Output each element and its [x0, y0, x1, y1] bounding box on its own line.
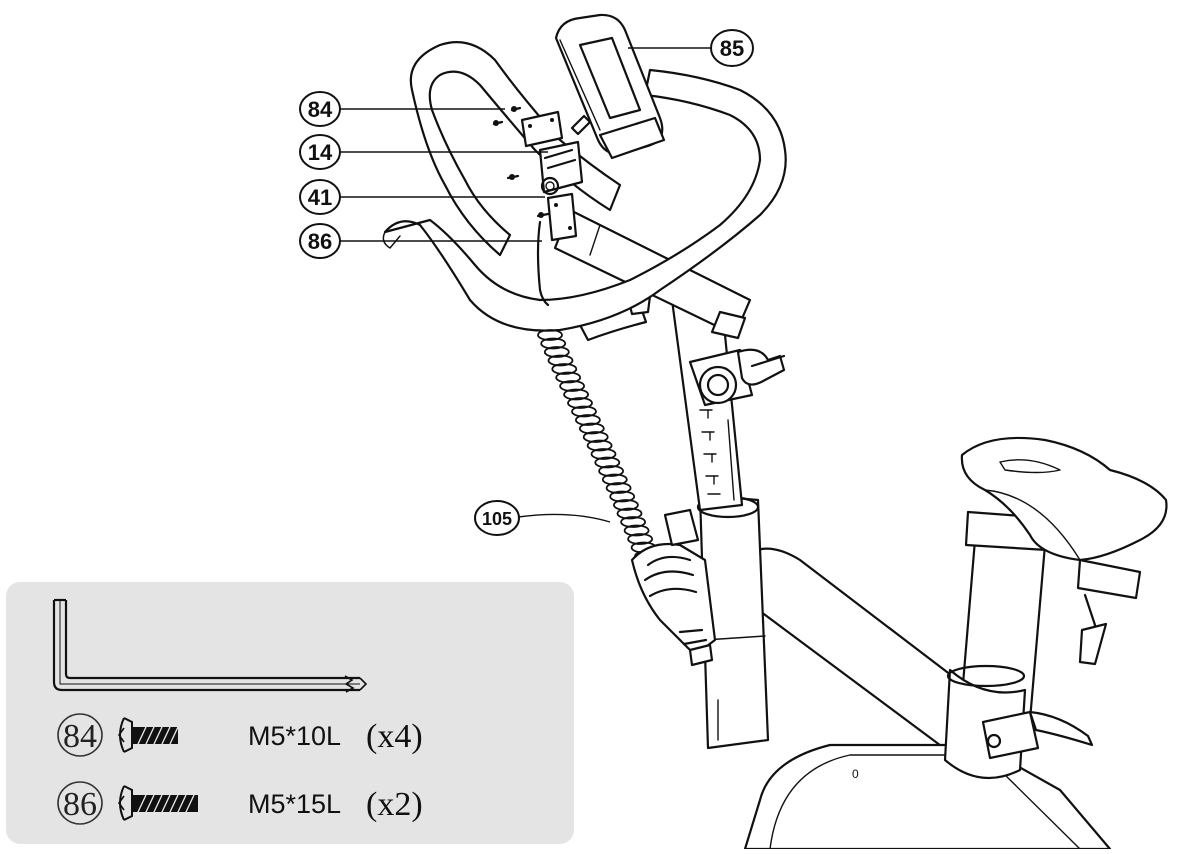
callout-41: 41 [299, 179, 545, 215]
legend-background [6, 582, 574, 844]
callout-105-label: 105 [482, 509, 512, 529]
legend-item-86-spec: M5*15L [248, 789, 341, 819]
callout-14: 14 [299, 134, 548, 170]
screw-icon [118, 717, 179, 753]
callout-84: 84 [299, 91, 505, 127]
console-bracket [520, 110, 584, 307]
legend-item-84: 84 M5*10L (x4) [57, 713, 423, 757]
bottle-holder [630, 508, 717, 667]
callout-85: 85 [628, 29, 754, 67]
screw-icon [118, 785, 198, 821]
callout-86: 86 [299, 223, 542, 259]
callout-41-label: 41 [308, 185, 332, 210]
legend-item-86-number: 86 [63, 786, 97, 823]
allen-key-icon [52, 598, 368, 693]
callout-105: 105 [474, 500, 611, 536]
stem-knob [688, 348, 786, 407]
legend-item-86: 86 M5*15L (x2) [57, 781, 423, 825]
console [554, 13, 666, 160]
legend-item-84-number: 84 [63, 718, 97, 755]
callout-84-label: 84 [308, 97, 333, 122]
legend-item-84-spec: M5*10L [248, 721, 341, 751]
handlebar [382, 41, 787, 332]
callout-85-label: 85 [720, 36, 744, 61]
legend-item-84-qty: (x4) [366, 718, 423, 755]
bracket-screws [492, 106, 592, 218]
callout-14-label: 14 [308, 140, 333, 165]
saddle [960, 436, 1168, 562]
seat-post [943, 510, 1142, 780]
frame-body: 0 [743, 743, 1112, 851]
frame-mark: 0 [852, 767, 859, 781]
legend-item-86-qty: (x2) [366, 786, 423, 823]
hardware-legend: 84 M5*10L (x4) 86 M5*15L (x2) [6, 582, 574, 844]
callout-86-label: 86 [308, 229, 332, 254]
